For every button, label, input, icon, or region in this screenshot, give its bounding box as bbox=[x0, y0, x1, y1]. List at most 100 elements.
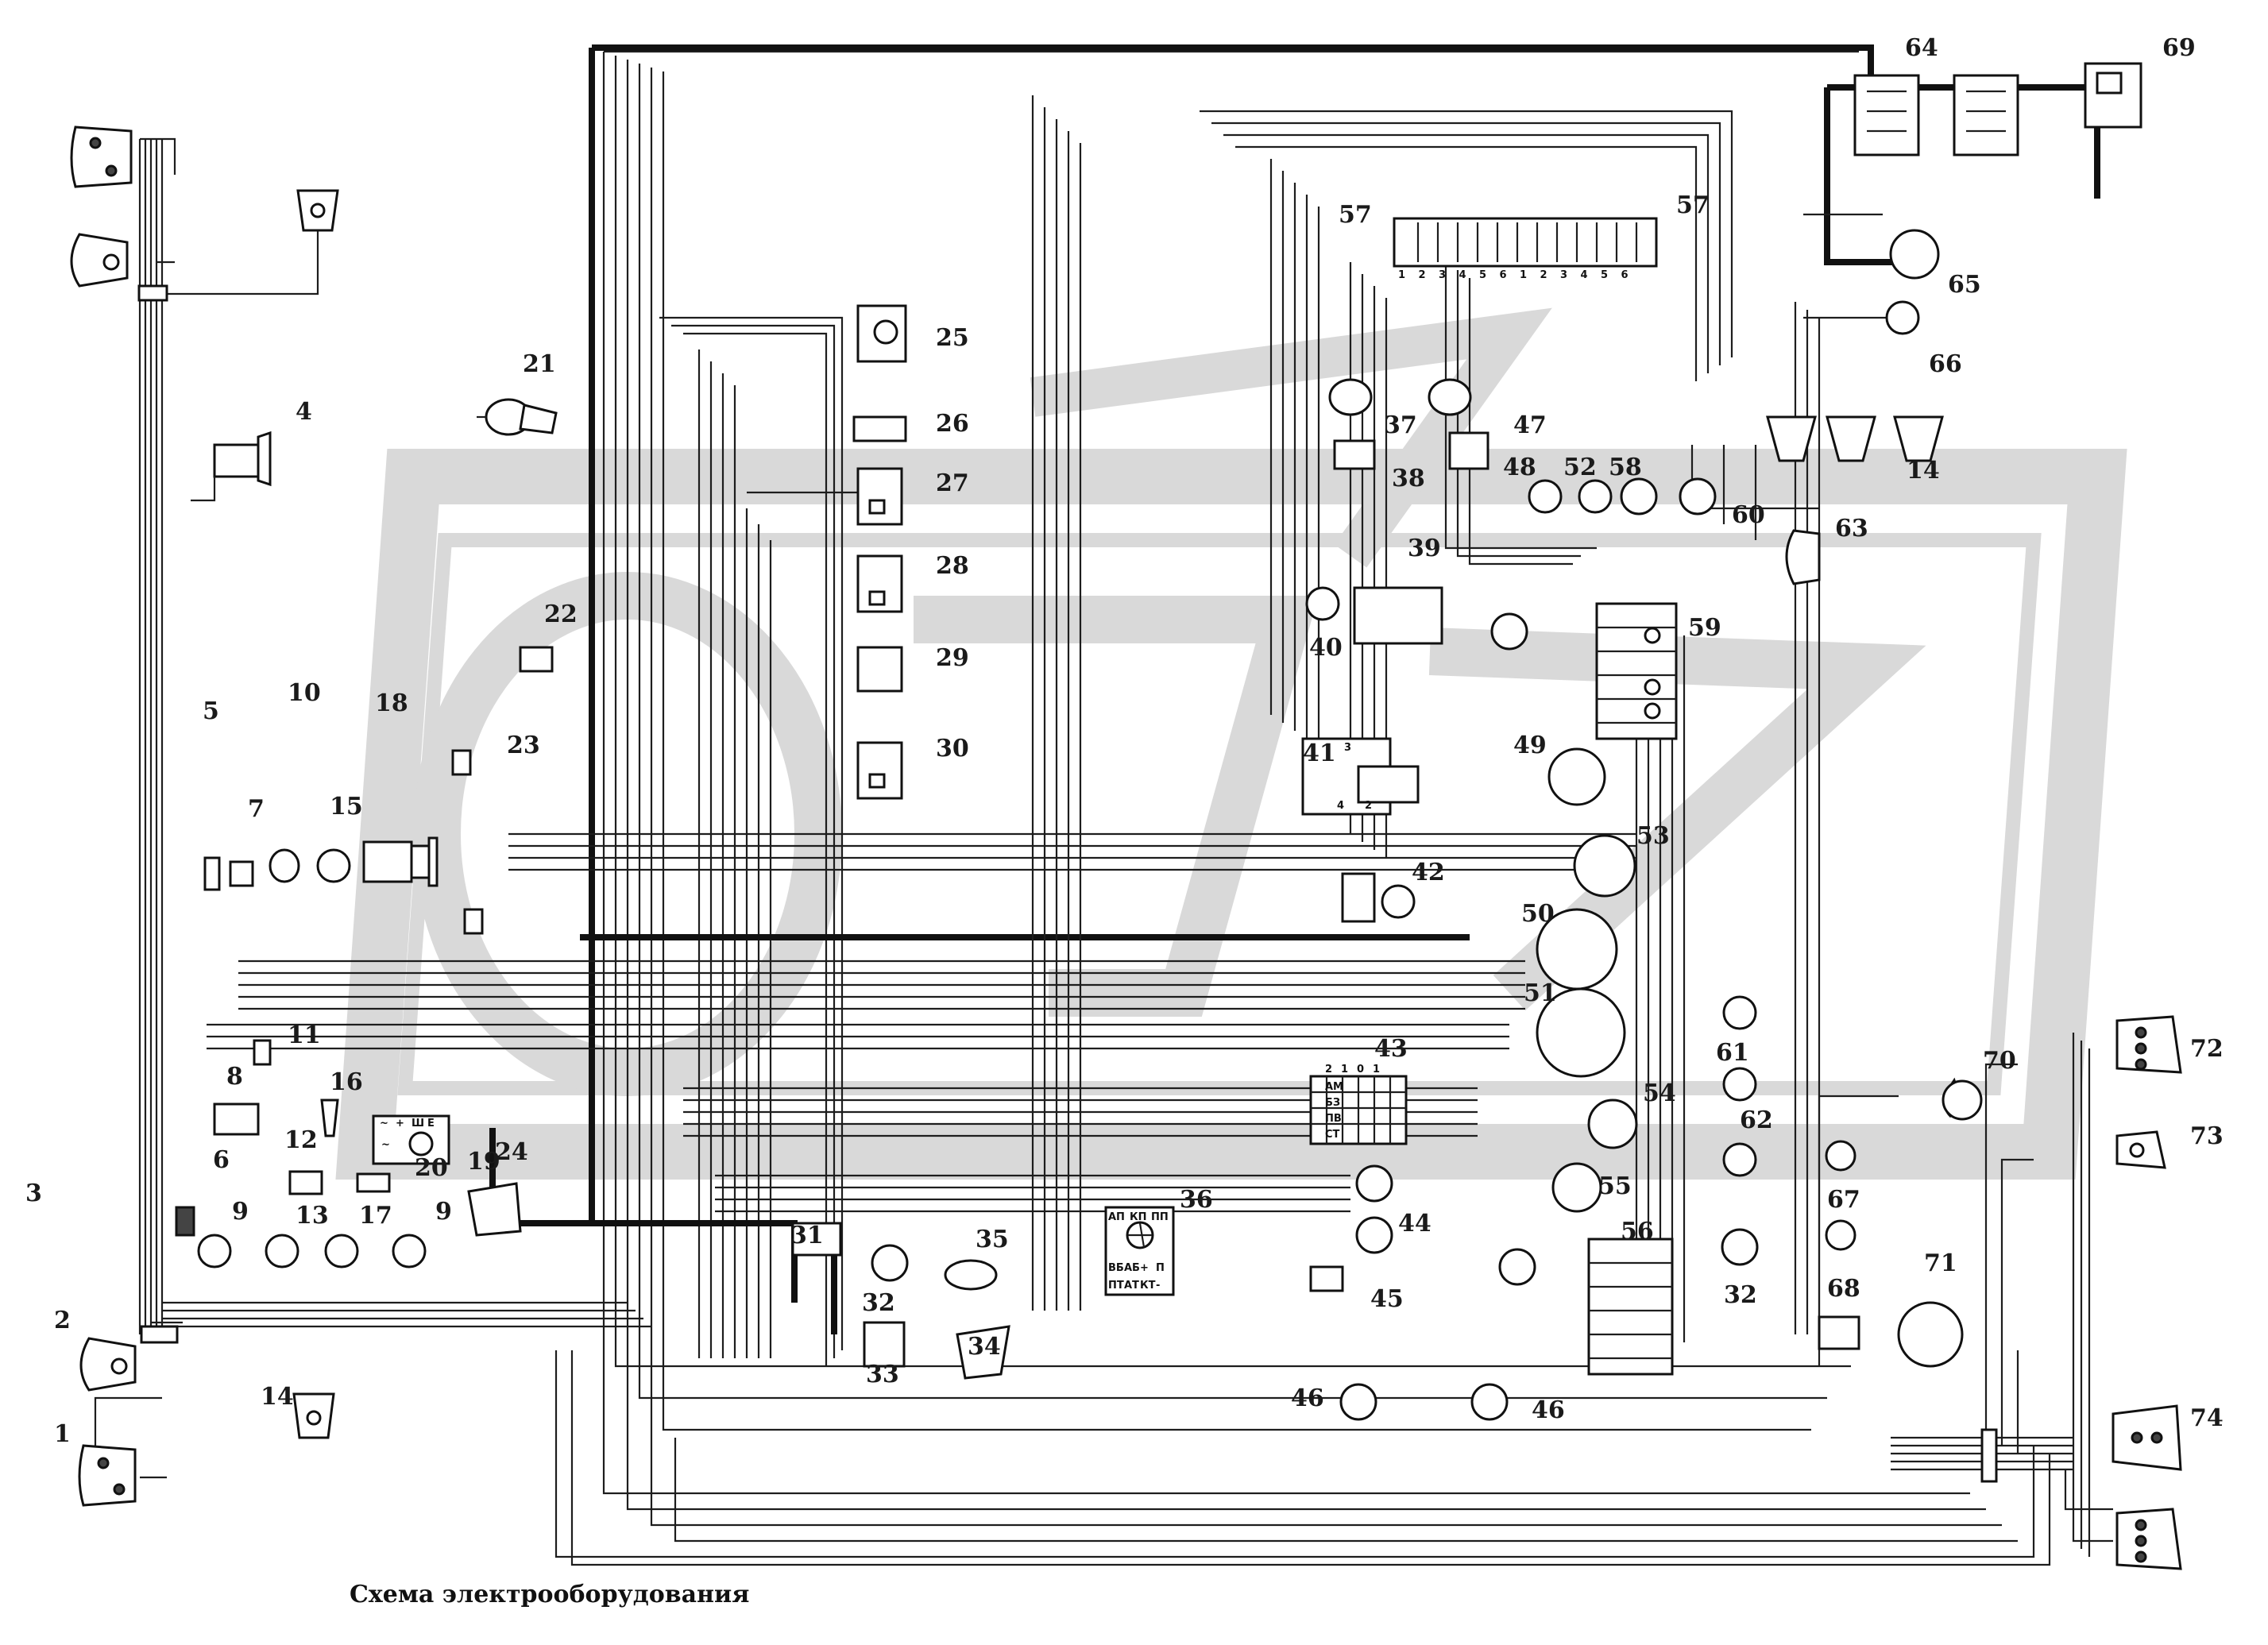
lamp-67a bbox=[1825, 1140, 1857, 1172]
component-label-33: 33 bbox=[866, 1361, 899, 1388]
switch-65 bbox=[1889, 229, 1940, 280]
relay36-bottom-mark-2: + bbox=[1140, 1262, 1149, 1274]
component-label-9: 9 bbox=[435, 1198, 452, 1226]
lamp-46b bbox=[1470, 1383, 1509, 1421]
instrument-cluster bbox=[1536, 747, 1638, 1213]
component-label-23: 23 bbox=[507, 732, 540, 759]
gen19-mark-0: ~ bbox=[380, 1118, 388, 1129]
component-label-69: 69 bbox=[2162, 34, 2196, 62]
component-label-17: 17 bbox=[359, 1202, 392, 1230]
relay36-bottom-mark-3: П bbox=[1156, 1262, 1165, 1274]
relay-36 bbox=[1104, 1206, 1175, 1296]
sensor-23b bbox=[463, 908, 484, 935]
component-label-11: 11 bbox=[288, 1021, 321, 1049]
switches-bottom-left bbox=[197, 1234, 427, 1269]
unit-39 bbox=[1353, 586, 1443, 645]
component-label-18: 18 bbox=[375, 689, 408, 717]
sw43-left-mark-2: ПВ bbox=[1325, 1113, 1342, 1125]
switch-43 bbox=[1309, 1075, 1408, 1145]
horn-35 bbox=[944, 1259, 998, 1291]
lamp-4-top bbox=[296, 189, 339, 232]
headlamp-1 bbox=[78, 1444, 137, 1507]
component-label-48: 48 bbox=[1503, 454, 1536, 481]
lamp-14-left bbox=[292, 1392, 335, 1439]
tail-light-73 bbox=[2115, 1130, 2166, 1169]
block57-mark-0: 1 bbox=[1398, 269, 1405, 281]
relay-29 bbox=[856, 646, 903, 693]
component-label-27: 27 bbox=[936, 469, 969, 497]
component-label-67: 67 bbox=[1827, 1186, 1860, 1214]
sensor-7 bbox=[229, 860, 254, 887]
relay-25 bbox=[856, 304, 907, 363]
tail-light-72 bbox=[2115, 1015, 2182, 1074]
relay36-bottom2-mark-3: - bbox=[1156, 1280, 1160, 1292]
sw43-top-mark-0: 2 bbox=[1325, 1064, 1332, 1075]
gauge-10 bbox=[269, 848, 300, 883]
component-label-55: 55 bbox=[1598, 1172, 1632, 1200]
lamps-14-right bbox=[1766, 415, 1944, 462]
component-label-44: 44 bbox=[1398, 1210, 1432, 1238]
svg-text:~: ~ bbox=[381, 1139, 390, 1151]
component-label-37: 37 bbox=[1384, 411, 1417, 439]
component-label-57: 57 bbox=[1676, 191, 1710, 219]
connector-top-left bbox=[137, 284, 168, 302]
lamp-67b bbox=[1825, 1219, 1857, 1251]
sensor-23a bbox=[451, 749, 472, 776]
relay-30 bbox=[856, 741, 903, 800]
component-label-25: 25 bbox=[936, 324, 969, 352]
component-label-34: 34 bbox=[968, 1333, 1001, 1361]
component-label-52: 52 bbox=[1563, 454, 1597, 481]
relay36-top-mark-0: АП bbox=[1108, 1211, 1125, 1223]
switch-45 bbox=[1309, 1265, 1344, 1292]
component-label-32: 32 bbox=[862, 1289, 895, 1317]
unit-18 bbox=[362, 836, 439, 887]
component-label-20: 20 bbox=[415, 1154, 448, 1182]
gauge-mid bbox=[1498, 1248, 1536, 1286]
block57-mark-3: 4 bbox=[1459, 269, 1466, 281]
relay36-top-mark-1: КП bbox=[1130, 1211, 1147, 1223]
component-label-9: 9 bbox=[232, 1198, 249, 1226]
block57-mark-9: 4 bbox=[1581, 269, 1588, 281]
component-label-40: 40 bbox=[1309, 634, 1343, 662]
component-label-5: 5 bbox=[203, 697, 219, 725]
lamp-61a bbox=[1722, 995, 1757, 1030]
component-label-30: 30 bbox=[936, 735, 969, 763]
component-label-21: 21 bbox=[523, 350, 556, 378]
headlamp-2 bbox=[79, 1337, 137, 1392]
component-label-71: 71 bbox=[1924, 1249, 1957, 1277]
block57-mark-6: 1 bbox=[1520, 269, 1527, 281]
component-label-60: 60 bbox=[1732, 501, 1765, 529]
headlamp-top-2 bbox=[70, 233, 129, 288]
relay36-bottom2-mark-1: АТ bbox=[1124, 1280, 1139, 1292]
fuse-block-56 bbox=[1587, 1238, 1674, 1376]
component-label-10: 10 bbox=[288, 679, 321, 707]
relay36-bottom-mark-1: АБ bbox=[1124, 1262, 1140, 1274]
component-label-66: 66 bbox=[1929, 350, 1962, 378]
relay-28 bbox=[856, 554, 903, 613]
component-label-51: 51 bbox=[1524, 979, 1557, 1007]
relay36-top-marks: АП КП ПП bbox=[1108, 1211, 1169, 1223]
relay36-top-mark-2: ПП bbox=[1151, 1211, 1169, 1223]
heater-12 bbox=[288, 1170, 323, 1195]
gauge-small bbox=[1355, 1164, 1393, 1203]
block57-mark-2: 3 bbox=[1439, 269, 1446, 281]
component-label-59: 59 bbox=[1688, 614, 1721, 642]
block57-mark-8: 3 bbox=[1560, 269, 1567, 281]
lamp-34 bbox=[956, 1325, 1010, 1380]
component-label-54: 54 bbox=[1643, 1079, 1676, 1107]
relay-38 bbox=[1333, 439, 1376, 470]
lamp-46a bbox=[1339, 1383, 1377, 1421]
relay-8 bbox=[213, 1102, 260, 1136]
gen19-mark-3: Е bbox=[427, 1118, 435, 1129]
component-label-74: 74 bbox=[2190, 1404, 2224, 1432]
component-label-70: 70 bbox=[1983, 1047, 2016, 1075]
sw43-left-mark-3: СТ bbox=[1325, 1129, 1340, 1141]
connector-right bbox=[1980, 1428, 1998, 1483]
light-4 bbox=[191, 431, 272, 502]
component-label-35: 35 bbox=[976, 1226, 1009, 1253]
component-label-68: 68 bbox=[1827, 1275, 1860, 1303]
component-label-26: 26 bbox=[936, 410, 969, 438]
